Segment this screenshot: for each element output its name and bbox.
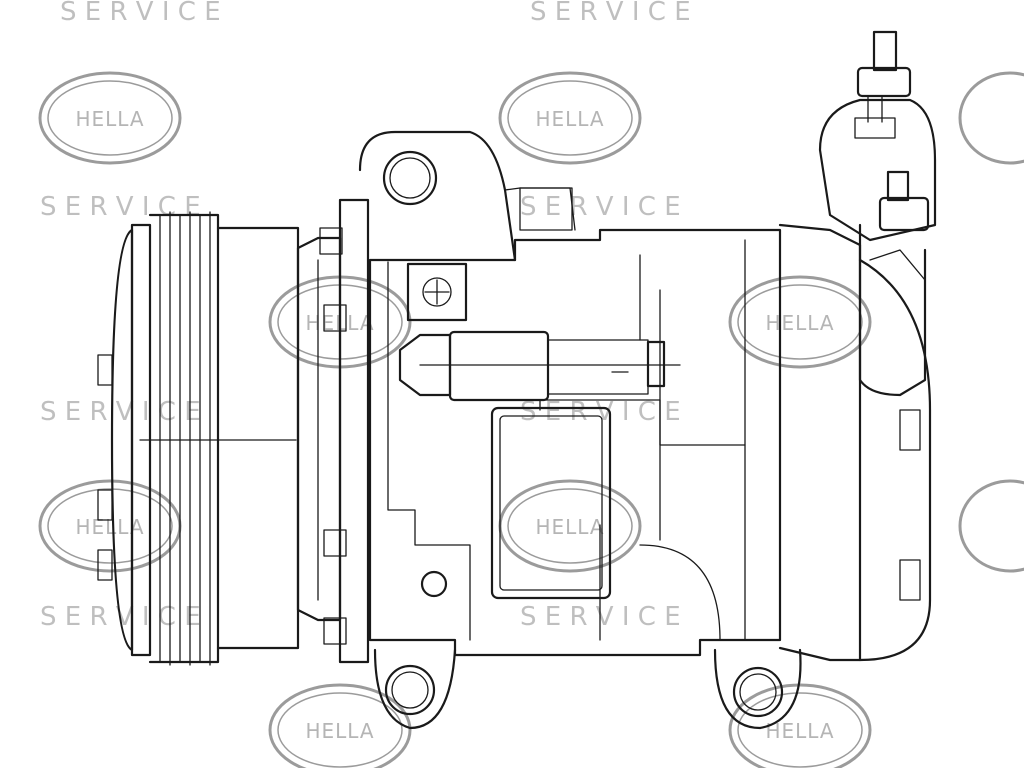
hella-logo-1: HELLA — [38, 71, 182, 165]
svg-text:HELLA: HELLA — [75, 515, 144, 539]
service-watermark-row-3: S E R V I C E — [40, 397, 201, 427]
rear-housing — [778, 30, 937, 662]
hella-logo-9: HELLA — [268, 683, 412, 768]
service-watermark-row-2: S E R V I C E — [40, 192, 201, 222]
svg-text:HELLA: HELLA — [535, 515, 604, 539]
service-watermark-row-1: S E R V I C E — [60, 0, 221, 27]
service-watermark-row-1b: S E R V I C E — [530, 0, 691, 27]
front-flange — [296, 198, 370, 664]
hella-logo-7: HELLA — [498, 479, 642, 573]
hella-logo-10: HELLA — [728, 683, 872, 768]
hella-logo-3 — [958, 71, 1024, 165]
svg-text:HELLA: HELLA — [305, 719, 374, 743]
hella-logo-5: HELLA — [728, 275, 872, 369]
hella-logo-6: HELLA — [38, 479, 182, 573]
svg-text:HELLA: HELLA — [75, 107, 144, 131]
control-valve-connector — [398, 330, 681, 402]
service-watermark-row-3b: S E R V I C E — [520, 397, 681, 427]
clutch-pulley — [97, 211, 300, 666]
watermark-layer: S E R V I C E S E R V I C E S E R V I C … — [38, 0, 1024, 768]
compressor-body — [358, 130, 802, 730]
hella-logo-2: HELLA — [498, 71, 642, 165]
hella-logo-8 — [958, 479, 1024, 573]
svg-text:HELLA: HELLA — [535, 107, 604, 131]
svg-text:HELLA: HELLA — [765, 311, 834, 335]
service-watermark-row-2b: S E R V I C E — [520, 192, 681, 222]
